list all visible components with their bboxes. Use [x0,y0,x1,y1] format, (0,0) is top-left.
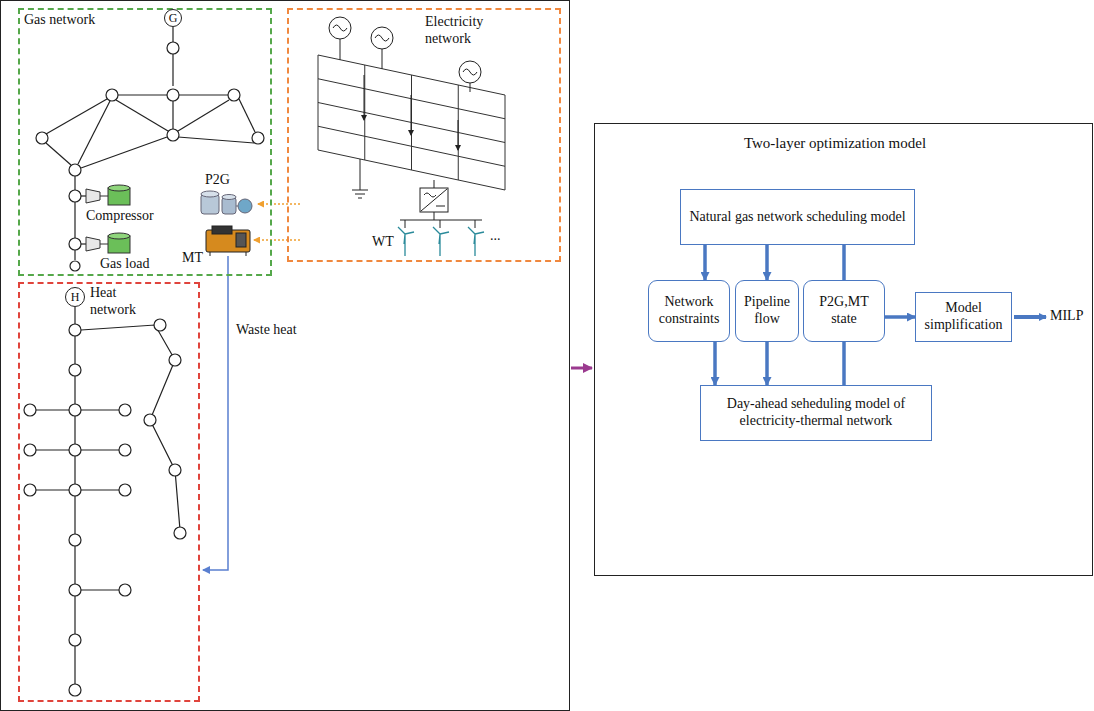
part-label: ... [490,228,501,245]
flow-arrow [842,245,846,280]
source-letter: G [169,12,178,24]
grid-line [458,85,459,180]
region-title: Gas network [24,12,144,29]
part-label: MT [182,250,203,267]
process-box: Day-ahead seheduling model of electricit… [700,385,932,441]
grid-line [505,95,506,190]
part-label: MILP [1050,308,1083,325]
flow-arrow [885,315,915,319]
flow-arrow [713,342,717,385]
box-text: Day-ahead seheduling model of electricit… [706,396,926,430]
grid-line [318,150,505,190]
process-box: Natural gas network scheduling model [680,189,915,245]
region-title: Two-layer optimization model [705,134,965,152]
part-label: Gas load [100,256,149,273]
gas-source: G [164,9,182,27]
flow-arrow [842,342,846,385]
model-panel: Two-layer optimization modelNatural gas … [594,123,1093,576]
box-text: Pipeline flow [741,294,793,328]
part-label: Compressor [86,208,154,225]
gas-network-region: Gas network G [18,8,272,276]
part-label: Waste heat [236,322,297,339]
heat-network-region: Heat network H [18,282,200,702]
flow-arrow [765,342,769,385]
flow-arrow [703,245,707,280]
process-box: Pipeline flow [735,280,799,342]
process-box: Model simplification [915,292,1012,342]
flow-arrow [765,245,769,280]
process-box: P2G,MT state [803,280,885,342]
box-text: Natural gas network scheduling model [689,209,905,226]
heat-source: H [65,287,85,307]
box-text: Network constraints [654,294,724,328]
source-letter: H [71,291,80,303]
region-title: Electricity network [425,14,505,48]
box-text: P2G,MT state [809,294,879,328]
electricity-network-region: Electricity network [287,8,561,262]
region-title: Heat network [90,285,150,319]
part-label: WT [372,234,394,251]
box-text: Model simplification [921,300,1006,334]
process-box: Network constraints [648,280,730,342]
part-label: P2G [205,172,230,189]
